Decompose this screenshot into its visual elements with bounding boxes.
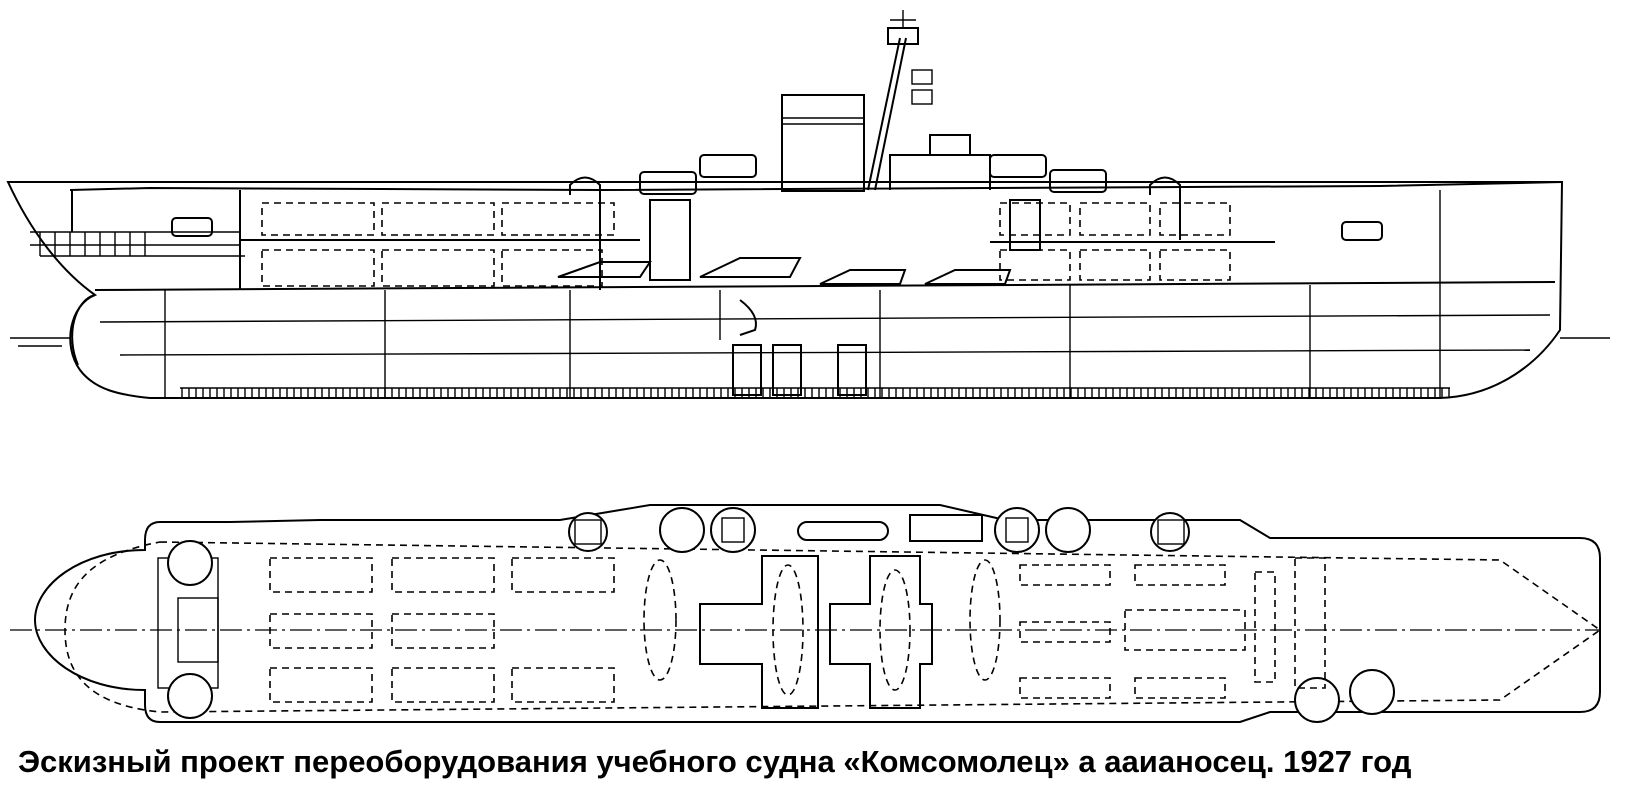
hull-outline	[6, 181, 1564, 399]
flight-deck-outline	[33, 504, 1601, 723]
plan-view	[10, 504, 1602, 723]
side-profile	[6, 10, 1610, 399]
ship-drawing	[6, 10, 1610, 723]
figure-caption: Эскизный проект переоборудования учебног…	[18, 744, 1412, 779]
